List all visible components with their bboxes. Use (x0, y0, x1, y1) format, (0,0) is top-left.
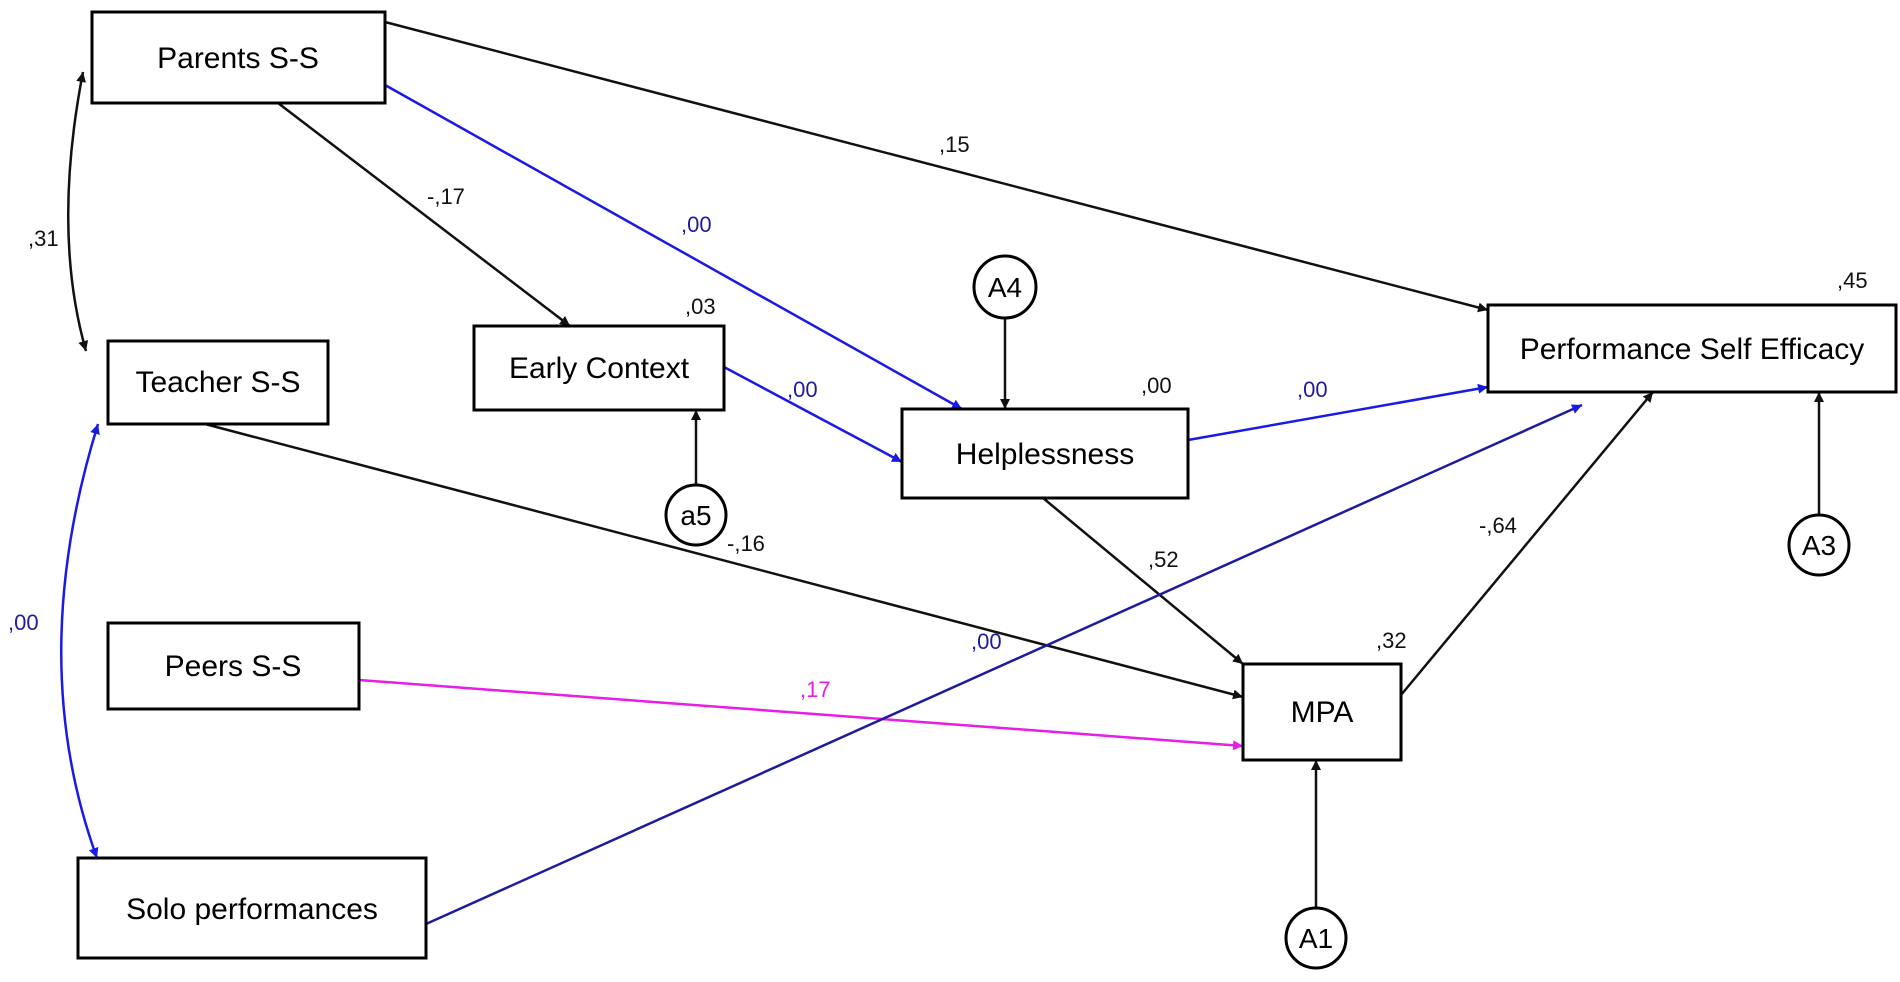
coef-parents-teacher: ,31 (28, 226, 59, 251)
correlation-parents-teacher (66, 71, 89, 352)
node-mpa: MPA (1241, 662, 1403, 762)
coef-teacher-mpa: -,16 (727, 531, 765, 556)
error-label: A1 (1299, 923, 1333, 954)
node-label: Parents S-S (157, 42, 319, 75)
error-label: a5 (680, 500, 711, 531)
node-early-context: Early Context (472, 324, 726, 412)
error-a3: A3 (1787, 513, 1851, 577)
error-a1: A1 (1284, 906, 1348, 970)
error-label: A3 (1802, 530, 1836, 561)
coef-solo-pse: ,00 (971, 629, 1002, 654)
coef-parents-helplessness: ,00 (681, 212, 712, 237)
edge-helplessness-to-mpa (1042, 497, 1244, 665)
node-peers-ss: Peers S-S (106, 621, 361, 711)
coef-helplessness-mpa: ,52 (1148, 547, 1179, 572)
coef-early-helplessness: ,00 (787, 377, 818, 402)
edge-early-context-to-helplessness (723, 365, 903, 464)
error-a5: a5 (664, 483, 728, 547)
node-label: Helplessness (956, 438, 1134, 471)
node-label: MPA (1291, 696, 1354, 729)
node-label: Teacher S-S (135, 366, 300, 399)
edge-solo-to-performance-self-efficacy (425, 403, 1583, 926)
r2-mpa: ,32 (1376, 628, 1407, 653)
coef-parents-pse: ,15 (939, 132, 970, 157)
node-label: Performance Self Efficacy (1520, 333, 1865, 366)
error-label: A4 (988, 272, 1022, 303)
node-parents-ss: Parents S-S (90, 10, 387, 105)
edge-peers-to-mpa (358, 678, 1244, 751)
edge-mpa-to-performance-self-efficacy (1400, 391, 1654, 696)
r2-early-context: ,03 (685, 294, 716, 319)
edge-parents-to-performance-self-efficacy (384, 20, 1489, 313)
node-performance-self-efficacy: Performance Self Efficacy (1486, 303, 1898, 394)
r2-performance-self-efficacy: ,45 (1837, 268, 1868, 293)
error-a4: A4 (972, 254, 1038, 320)
edge-parents-to-early-context (277, 102, 571, 327)
edge-teacher-to-mpa (204, 422, 1244, 700)
node-label: Peers S-S (165, 650, 302, 683)
edge-helplessness-to-performance-self-efficacy (1187, 383, 1489, 442)
node-label: Early Context (509, 352, 690, 385)
node-label: Solo performances (126, 893, 378, 926)
r2-helplessness: ,00 (1141, 373, 1172, 398)
node-solo-performances: Solo performances (76, 856, 428, 960)
coef-mpa-pse: -,64 (1479, 513, 1517, 538)
coef-teacher-solo: ,00 (8, 610, 39, 635)
correlation-teacher-solo (60, 423, 100, 859)
node-helplessness: Helplessness (900, 407, 1190, 500)
coef-parents-early: -,17 (427, 184, 465, 209)
node-teacher-ss: Teacher S-S (106, 339, 330, 426)
coef-peers-mpa: ,17 (800, 677, 831, 702)
edge-parents-to-helplessness (384, 83, 963, 411)
coef-helplessness-pse: ,00 (1297, 377, 1328, 402)
